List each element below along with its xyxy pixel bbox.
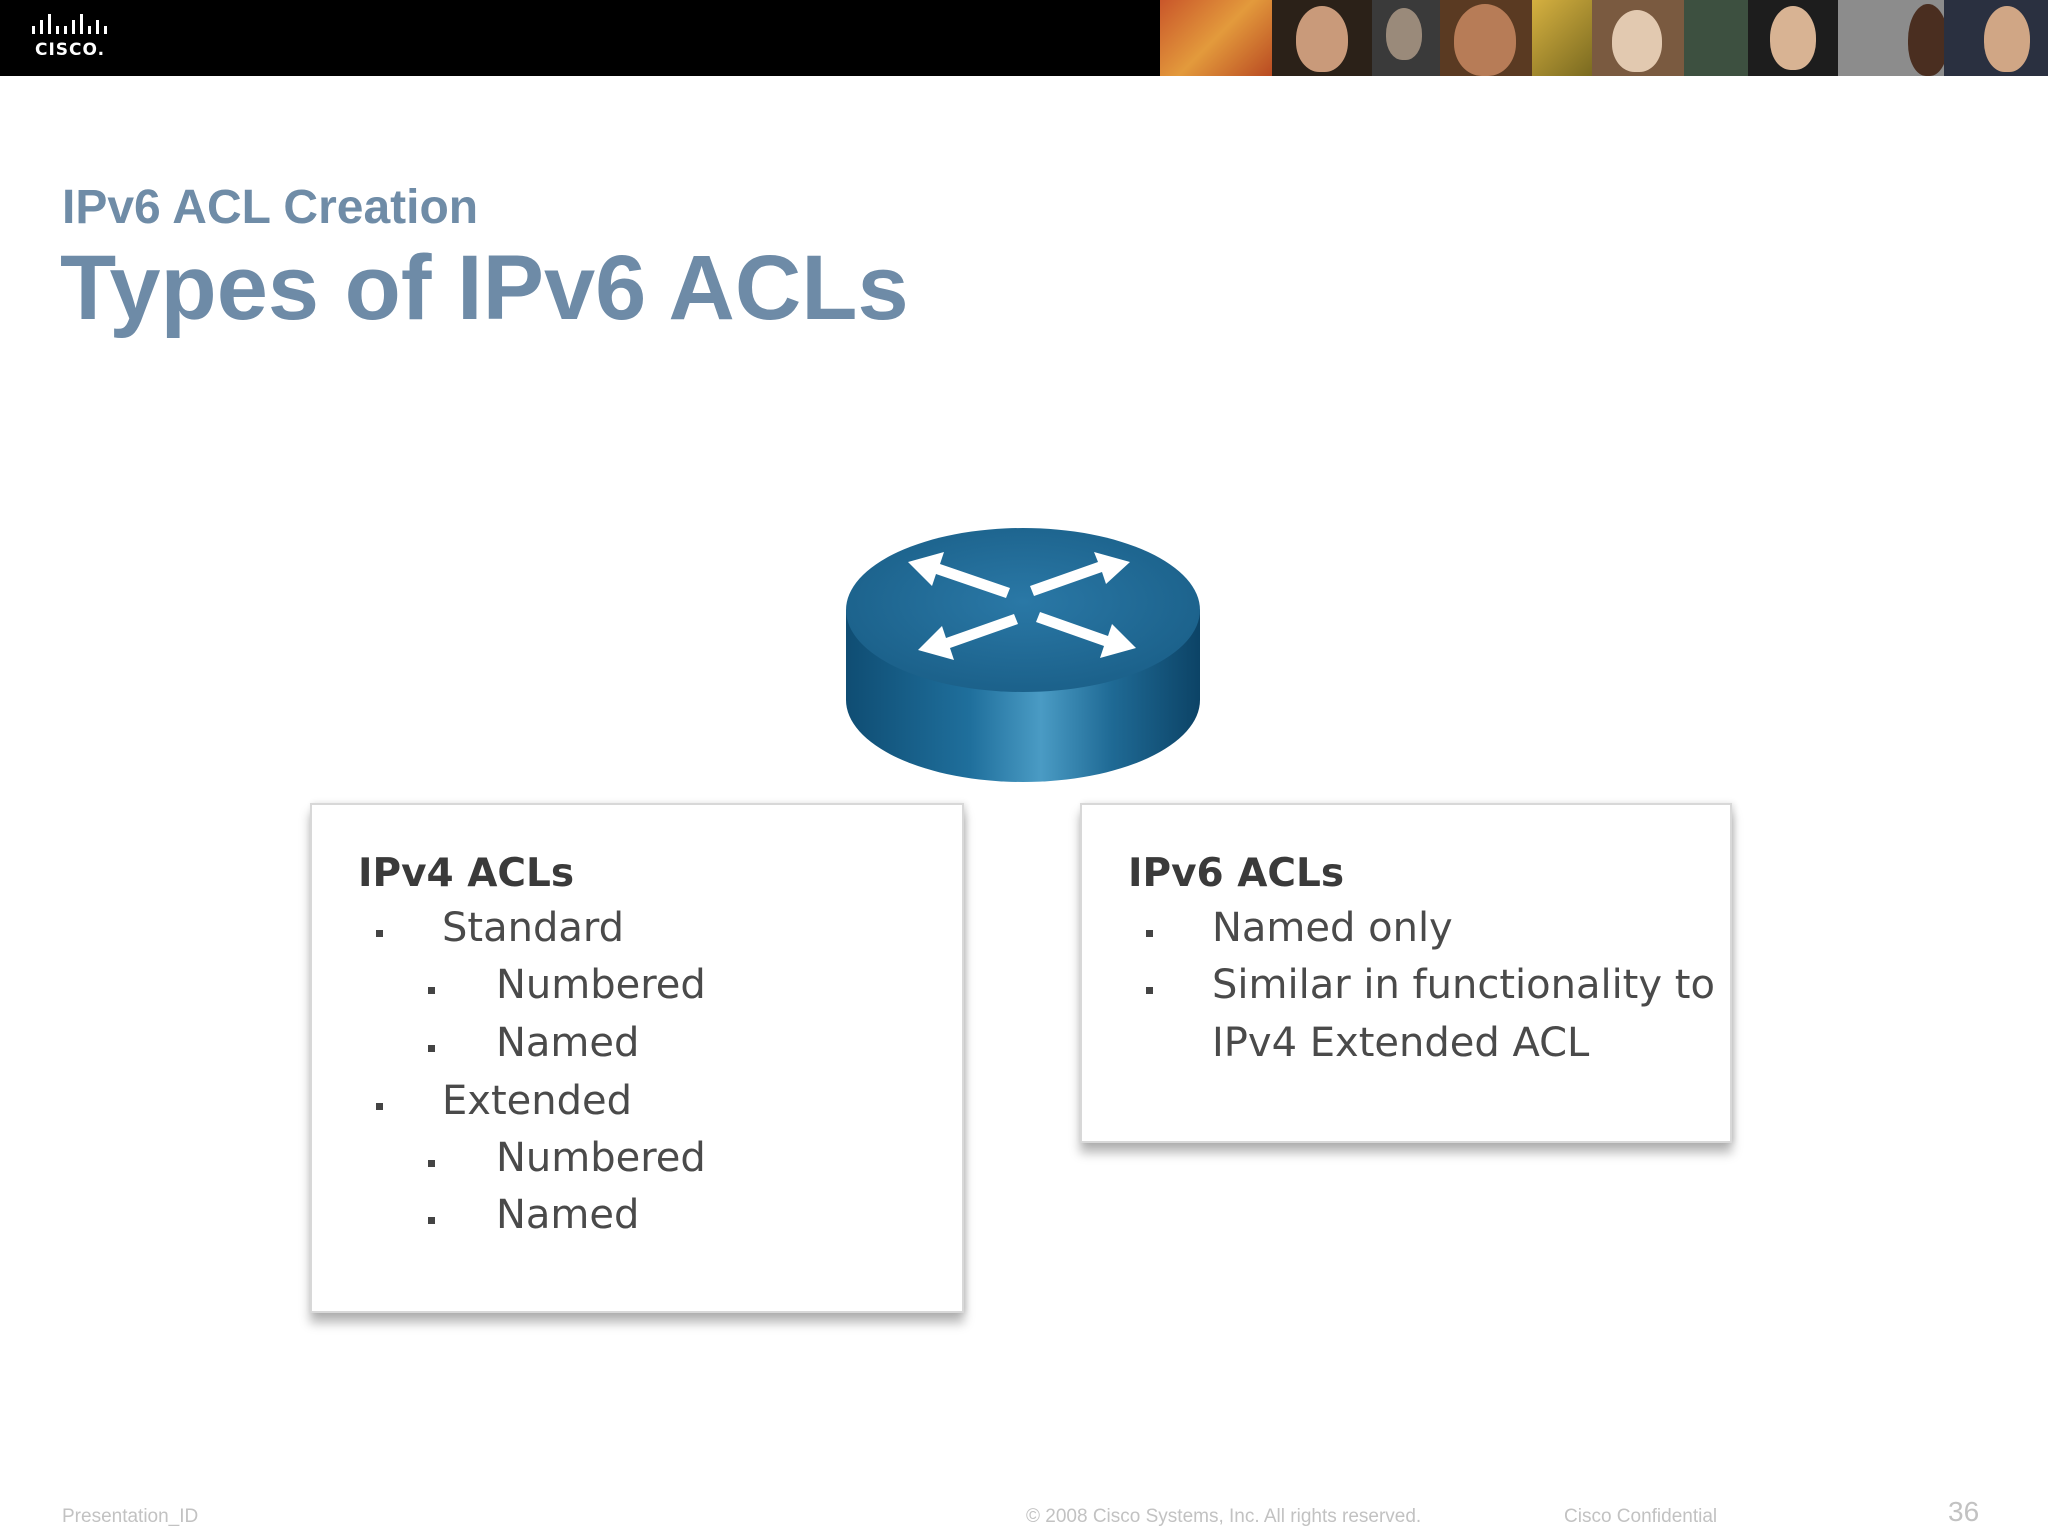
list-item: Numbered <box>496 962 706 1008</box>
list-item-continuation: IPv4 Extended ACL <box>1212 1020 1590 1066</box>
header-photo <box>1372 0 1440 76</box>
ipv6-box-heading: IPv6 ACLs <box>1128 851 1345 896</box>
section-title: IPv6 ACL Creation <box>62 181 479 234</box>
ipv4-acl-box: IPv4 ACLs Standard Numbered Named Extend… <box>310 803 964 1313</box>
header-photo <box>1684 0 1748 76</box>
header-photo-strip <box>1160 0 2048 76</box>
page-title: Types of IPv6 ACLs <box>60 237 909 339</box>
ipv6-acl-box: IPv6 ACLs Named only Similar in function… <box>1080 803 1732 1143</box>
header-photo <box>1748 0 1838 76</box>
list-item: Extended <box>442 1078 632 1124</box>
footer-presentation-id: Presentation_ID <box>62 1506 199 1527</box>
bullet-icon <box>428 1160 435 1167</box>
header-photo <box>1944 0 2048 76</box>
header-photo <box>1272 0 1372 76</box>
bullet-icon <box>1146 930 1153 937</box>
list-item: Named <box>496 1020 640 1066</box>
header-photo <box>1160 0 1272 76</box>
bullet-icon <box>376 1103 383 1110</box>
bullet-icon <box>428 987 435 994</box>
bullet-icon <box>428 1045 435 1052</box>
footer-copyright: © 2008 Cisco Systems, Inc. All rights re… <box>1026 1506 1422 1527</box>
list-item: Named only <box>1212 905 1453 951</box>
cisco-bridge-logo-icon <box>32 14 107 34</box>
bullet-icon <box>1146 987 1153 994</box>
cisco-logo-text: CISCO. <box>35 40 106 60</box>
list-item: Similar in functionality to <box>1212 962 1715 1008</box>
list-item: Named <box>496 1192 640 1238</box>
list-item: Standard <box>442 905 624 951</box>
header-photo <box>1592 0 1684 76</box>
ipv4-box-heading: IPv4 ACLs <box>358 851 575 896</box>
list-item: Numbered <box>496 1135 706 1181</box>
header-photo <box>1532 0 1592 76</box>
bullet-icon <box>376 930 383 937</box>
router-icon <box>846 528 1200 782</box>
top-banner: CISCO. <box>0 0 2048 76</box>
header-photo <box>1838 0 1944 76</box>
page-number: 36 <box>1948 1496 1980 1527</box>
header-photo <box>1440 0 1532 76</box>
footer-confidential: Cisco Confidential <box>1564 1506 1718 1527</box>
bullet-icon <box>428 1217 435 1224</box>
